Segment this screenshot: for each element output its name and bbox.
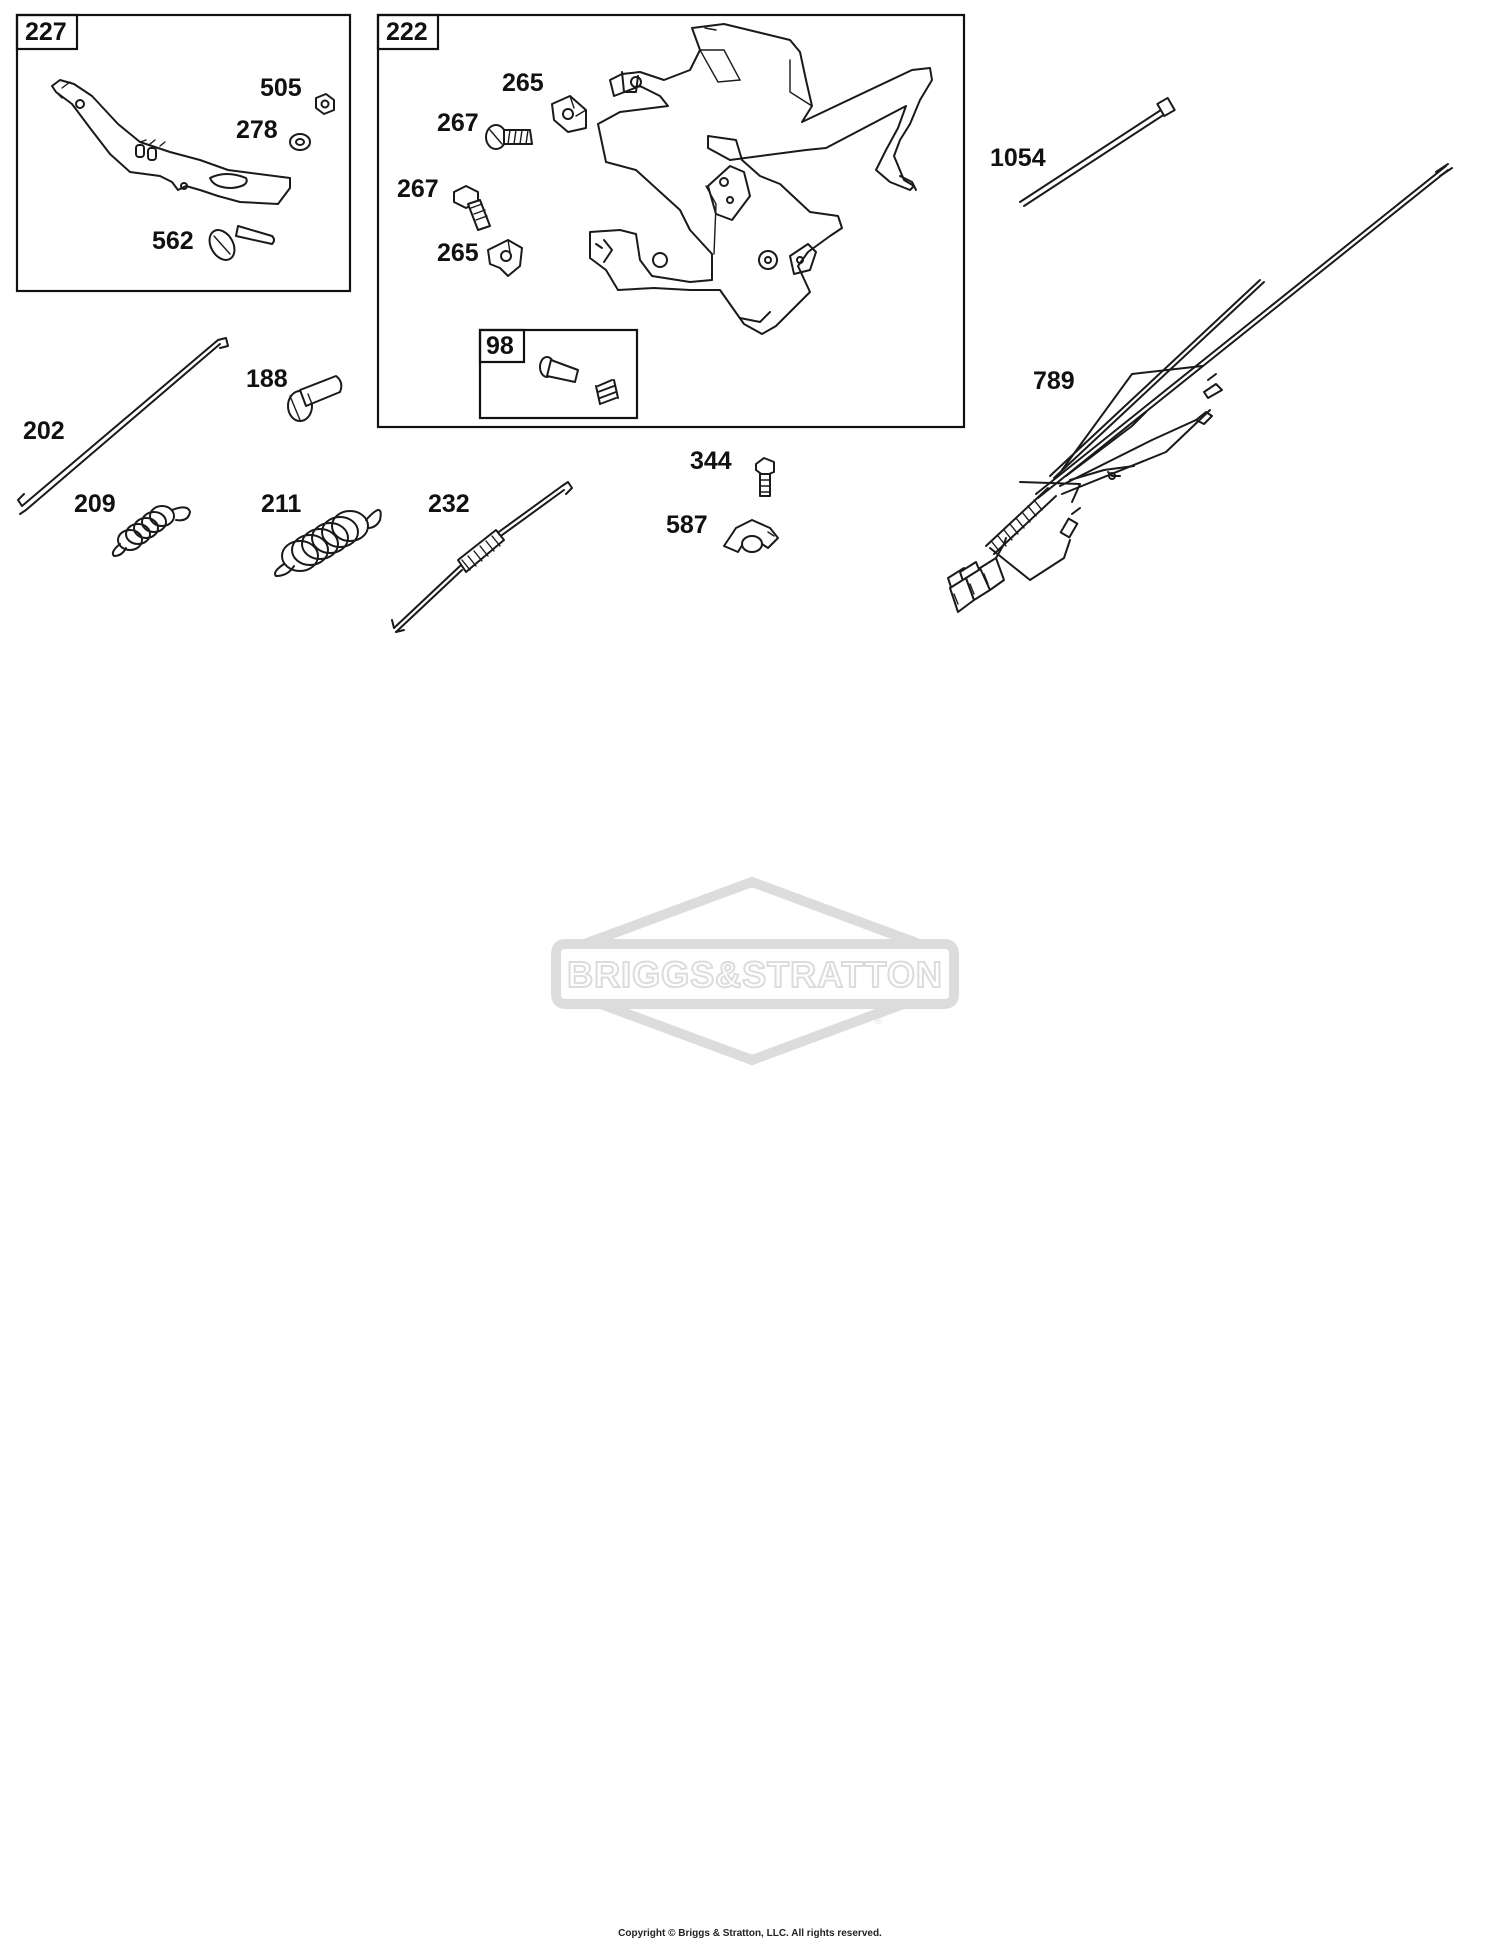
- callout-344: 344: [690, 447, 732, 475]
- kit-227-box: [15, 13, 352, 293]
- screw-344-part[interactable]: [755, 457, 775, 497]
- kit-98-spring-part[interactable]: [595, 379, 619, 405]
- kit-98-screw-part[interactable]: [539, 356, 579, 383]
- callout-202: 202: [23, 417, 65, 445]
- governor-lever-part[interactable]: [51, 79, 291, 205]
- spring-209-part[interactable]: [111, 505, 191, 557]
- bolt-188-part[interactable]: [287, 375, 343, 422]
- spring-211-part[interactable]: [274, 509, 382, 577]
- wiring-harness-789-part[interactable]: [947, 163, 1453, 613]
- kit-98-group: 98: [478, 328, 639, 420]
- briggs-stratton-watermark: BRIGGS&STRATTON ®: [551, 876, 959, 1066]
- kit-227-label-box: [15, 13, 79, 51]
- callout-265-lower: 265: [437, 239, 479, 267]
- callout-505: 505: [260, 74, 302, 102]
- clip-587-part[interactable]: [723, 519, 779, 553]
- clip-265-lower-part[interactable]: [487, 239, 523, 277]
- clip-265-top-part[interactable]: [551, 95, 587, 133]
- kit-98-label: 98: [486, 332, 514, 360]
- kit-227-group: 227 505 278 562: [15, 13, 352, 293]
- kit-98-label-box: [478, 328, 526, 364]
- callout-211: 211: [261, 490, 301, 518]
- callout-789: 789: [1033, 367, 1075, 395]
- kit-222-label: 222: [386, 18, 428, 46]
- callout-265-top: 265: [502, 69, 544, 97]
- callout-267-top: 267: [437, 109, 479, 137]
- harness-connector-part[interactable]: [947, 537, 1007, 613]
- callout-188: 188: [246, 365, 288, 393]
- kit-98-box: [478, 328, 639, 420]
- copyright-notice: Copyright © Briggs & Stratton, LLC. All …: [618, 1928, 882, 1939]
- washer-278-part[interactable]: [289, 133, 311, 151]
- kit-227-label: 227: [25, 18, 67, 46]
- screw-267-top-part[interactable]: [485, 124, 533, 150]
- kit-222-group: 222 265 267: [376, 13, 966, 429]
- callout-209: 209: [74, 490, 116, 518]
- kit-222-box: [376, 13, 966, 429]
- callout-267-lower: 267: [397, 175, 439, 203]
- pin-562-part[interactable]: [204, 225, 275, 265]
- kit-222-label-box: [376, 13, 440, 51]
- cable-tie-1054-part[interactable]: [1019, 96, 1176, 207]
- screw-267-lower-part[interactable]: [453, 185, 491, 231]
- callout-562: 562: [152, 227, 194, 255]
- callout-232: 232: [428, 490, 470, 518]
- control-bracket-part[interactable]: [589, 23, 933, 335]
- callout-1054: 1054: [990, 144, 1046, 172]
- callout-278: 278: [236, 116, 278, 144]
- watermark-brand: BRIGGS&STRATTON: [567, 954, 943, 995]
- watermark-registered: ®: [874, 1015, 882, 1027]
- nut-505-part[interactable]: [315, 93, 335, 115]
- spring-232-part[interactable]: [391, 481, 573, 633]
- callout-587: 587: [666, 511, 708, 539]
- rod-202-part[interactable]: [17, 337, 229, 515]
